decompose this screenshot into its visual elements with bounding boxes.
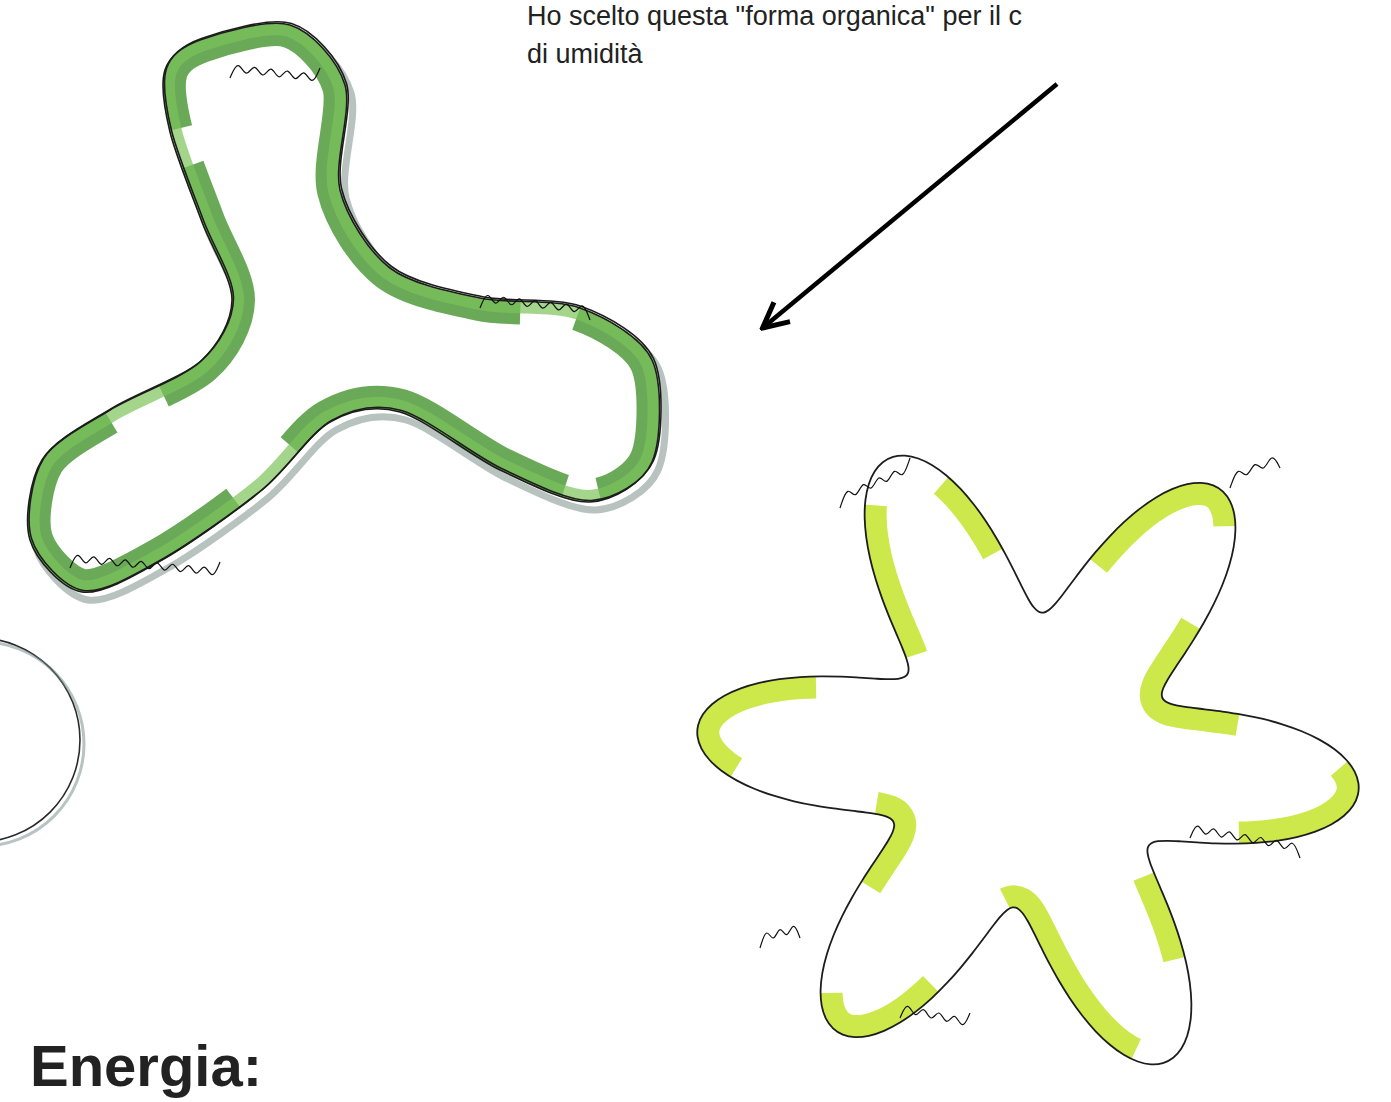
scribble [70,555,220,574]
moss-band [28,23,660,592]
shape-outline [697,456,1358,1065]
moss-band [697,456,1358,1065]
scribble [840,458,910,508]
shape-outline [28,23,660,592]
section-heading: Energia: [30,1034,262,1098]
organic-shape [28,23,660,592]
scribble [760,926,800,948]
leader-arrow [765,84,1057,326]
scribble [1190,826,1300,858]
scribble [900,1006,970,1024]
scribble [1230,458,1280,488]
organic-shape [697,456,1358,1065]
scribble [480,296,590,320]
circle-shape [0,638,80,842]
note-text: di umidità [527,40,643,70]
shape-shadow [0,642,84,846]
note-text: Ho scelto questa "forma organica" per il… [527,2,1022,32]
shape-outline [29,22,661,591]
scribble [230,66,320,81]
moss-band [28,23,660,592]
